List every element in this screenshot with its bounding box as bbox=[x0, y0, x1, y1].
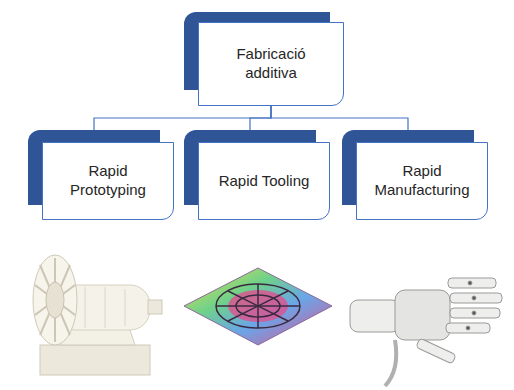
node-label: Rapid Tooling bbox=[208, 172, 320, 191]
label-panel: Fabricació additiva bbox=[198, 22, 344, 106]
diagram-stage: Fabricació additivaRapid Prototyping Rapi… bbox=[0, 0, 514, 240]
label-panel: Rapid Prototyping bbox=[42, 142, 174, 220]
tooling-tile bbox=[184, 268, 332, 345]
node-label: Rapid Manufacturing bbox=[366, 162, 478, 200]
node-label: Rapid Prototyping bbox=[52, 162, 164, 200]
branch-box: Rapid Tooling bbox=[184, 130, 330, 220]
root-box: Fabricació additiva bbox=[184, 12, 344, 106]
branch-box: Rapid Manufacturing bbox=[342, 130, 488, 220]
tree-connector bbox=[250, 106, 271, 130]
tree-connector bbox=[94, 106, 271, 130]
label-panel: Rapid Manufacturing bbox=[356, 142, 488, 220]
tree-connector bbox=[271, 106, 408, 130]
node-label: Fabricació additiva bbox=[215, 45, 327, 83]
branch-box: Rapid Prototyping bbox=[28, 130, 174, 220]
illustrations bbox=[0, 240, 514, 390]
prosthetic-hand bbox=[350, 278, 502, 386]
turbine-model bbox=[33, 255, 162, 375]
label-panel: Rapid Tooling bbox=[198, 142, 330, 220]
